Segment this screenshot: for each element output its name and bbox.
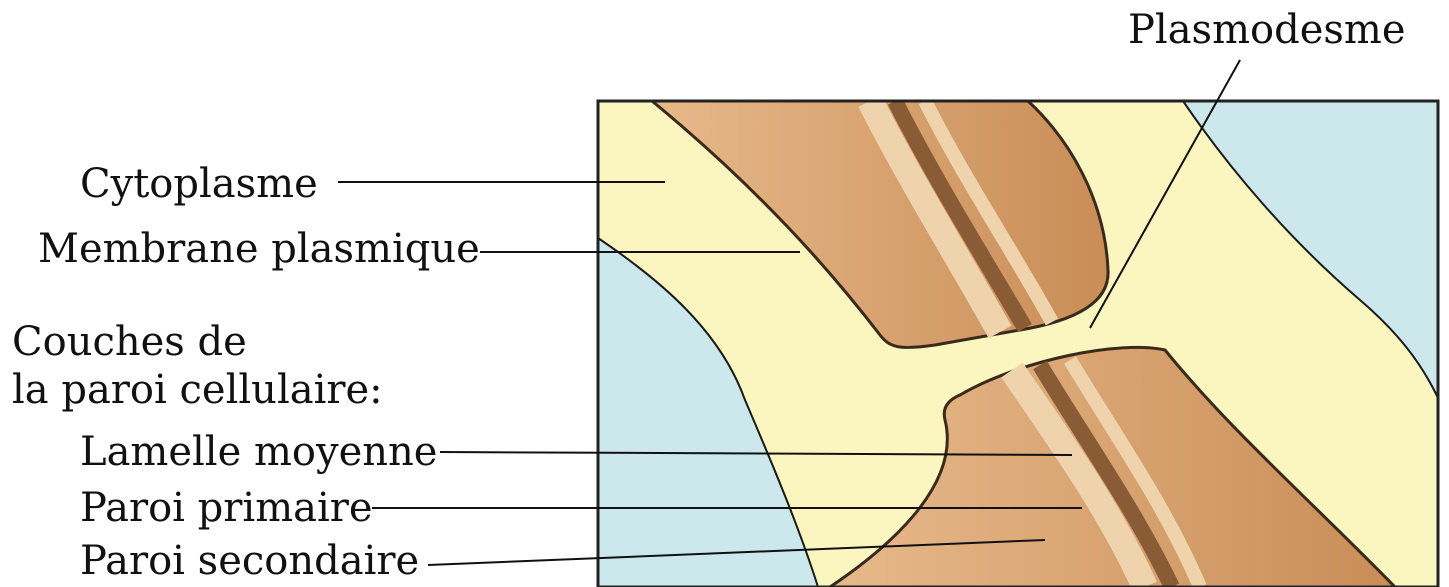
label-couches-line1: Couches de: [12, 318, 247, 366]
label-lamelle-moyenne: Lamelle moyenne: [80, 428, 437, 476]
label-plasmodesme: Plasmodesme: [1128, 6, 1406, 54]
label-cytoplasme: Cytoplasme: [80, 160, 318, 208]
label-paroi-primaire: Paroi primaire: [80, 484, 373, 532]
label-couches-line2: la paroi cellulaire:: [12, 366, 383, 414]
label-membrane-plasmique: Membrane plasmique: [38, 225, 480, 273]
label-paroi-secondaire: Paroi secondaire: [80, 537, 419, 585]
